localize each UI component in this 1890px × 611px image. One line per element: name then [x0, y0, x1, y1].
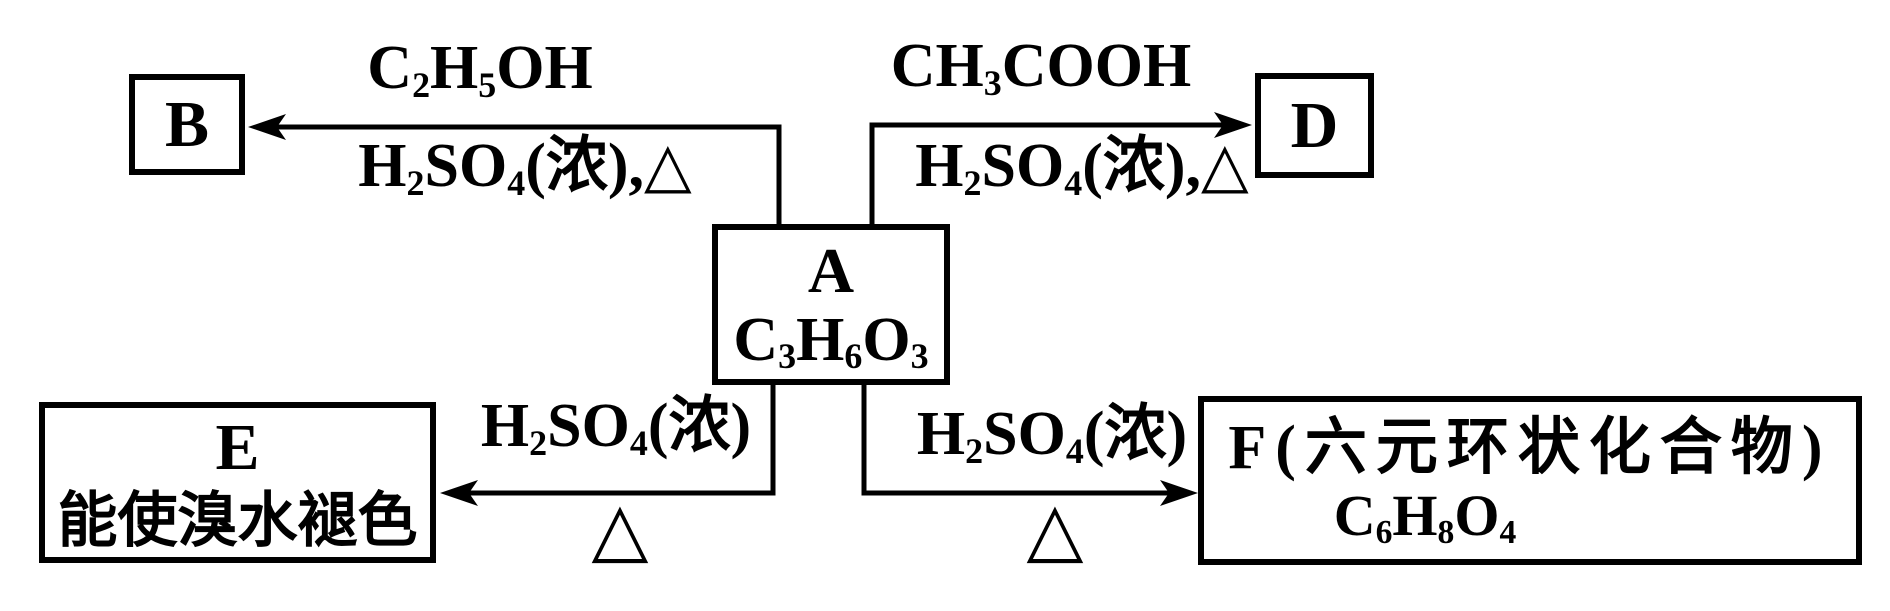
box-f-formula: C6H8O4	[1333, 482, 1517, 551]
box-e-letter: E	[215, 410, 260, 484]
box-e-description: 能使溴水褪色	[57, 487, 418, 554]
arrowhead-left	[248, 114, 286, 140]
arrow-to-e-heat-symbol: △	[591, 486, 649, 572]
arrow-a-to-d	[869, 112, 1252, 226]
arrow-a-to-e	[440, 382, 776, 506]
arrowhead-right	[1214, 112, 1252, 138]
box-a-formula: C3H6O3	[733, 305, 929, 377]
arrowhead-left	[440, 480, 478, 506]
arrow-to-f-heat-symbol: △	[1026, 486, 1084, 572]
box-d-label: D	[1290, 88, 1339, 162]
box-a-central: A C3H6O3	[712, 224, 950, 385]
arrow-to-d-condition: H2SO4(浓),△	[915, 132, 1249, 203]
arrow-to-b-reagent: C2H5OH	[367, 34, 593, 105]
box-b: B	[129, 74, 245, 175]
arrow-to-d-reagent: CH3COOH	[890, 32, 1192, 103]
arrow-a-to-b	[248, 114, 782, 226]
arrow-to-b-condition: H2SO4(浓),△	[358, 132, 692, 203]
box-d: D	[1255, 73, 1374, 178]
box-f-title: F(六元环状化合物)	[1228, 413, 1832, 482]
arrowhead-right	[1160, 480, 1198, 506]
box-f: F(六元环状化合物) C6H8O4	[1198, 396, 1862, 565]
box-a-letter: A	[807, 234, 855, 306]
arrow-to-e-reagent: H2SO4(浓)	[480, 392, 752, 463]
arrow-to-f-reagent: H2SO4(浓)	[916, 400, 1188, 471]
box-b-label: B	[164, 87, 210, 161]
arrow-a-to-f	[861, 382, 1198, 506]
box-e: E 能使溴水褪色	[39, 402, 436, 563]
